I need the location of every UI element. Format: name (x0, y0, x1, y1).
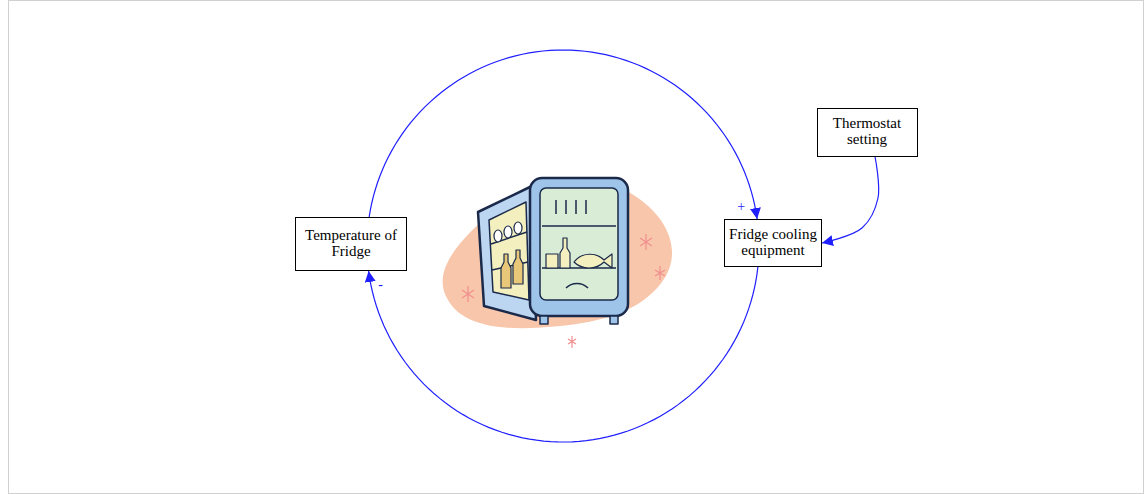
causal-link (369, 267, 758, 442)
bottle (560, 238, 570, 268)
causal-link (822, 157, 879, 244)
variable-box: Fridge cooling equipment (724, 219, 822, 267)
fridge-foot (540, 316, 548, 324)
polarity-sign: + (736, 200, 746, 214)
variable-name: Temperature of Fridge (300, 228, 402, 260)
egg (494, 230, 502, 242)
fridge (478, 178, 628, 324)
fish (574, 254, 612, 268)
sparkle (568, 336, 576, 348)
fridge-foot (610, 316, 618, 324)
fridge-door (478, 186, 536, 320)
fridge-interior (540, 188, 618, 300)
variable-name: Fridge cooling equipment (729, 227, 817, 259)
egg (514, 222, 522, 234)
fridge-body (530, 178, 628, 316)
drawer-handle (566, 284, 588, 289)
sparkle (655, 266, 665, 280)
causal-link (369, 50, 757, 219)
variable-box: Temperature of Fridge (295, 217, 407, 271)
fridge-shelf (542, 226, 616, 268)
egg (504, 226, 512, 238)
door-inner (489, 202, 529, 300)
variable-box: Thermostat setting (817, 108, 918, 157)
bottle (501, 254, 511, 288)
sparkle (640, 234, 652, 250)
polarity-sign: - (377, 278, 384, 292)
bottle (513, 250, 523, 284)
sparkle (462, 286, 474, 302)
variable-name: Thermostat setting (822, 116, 913, 148)
cooling-fins (556, 200, 586, 214)
frame (9, 1, 1144, 494)
jar (546, 254, 558, 268)
